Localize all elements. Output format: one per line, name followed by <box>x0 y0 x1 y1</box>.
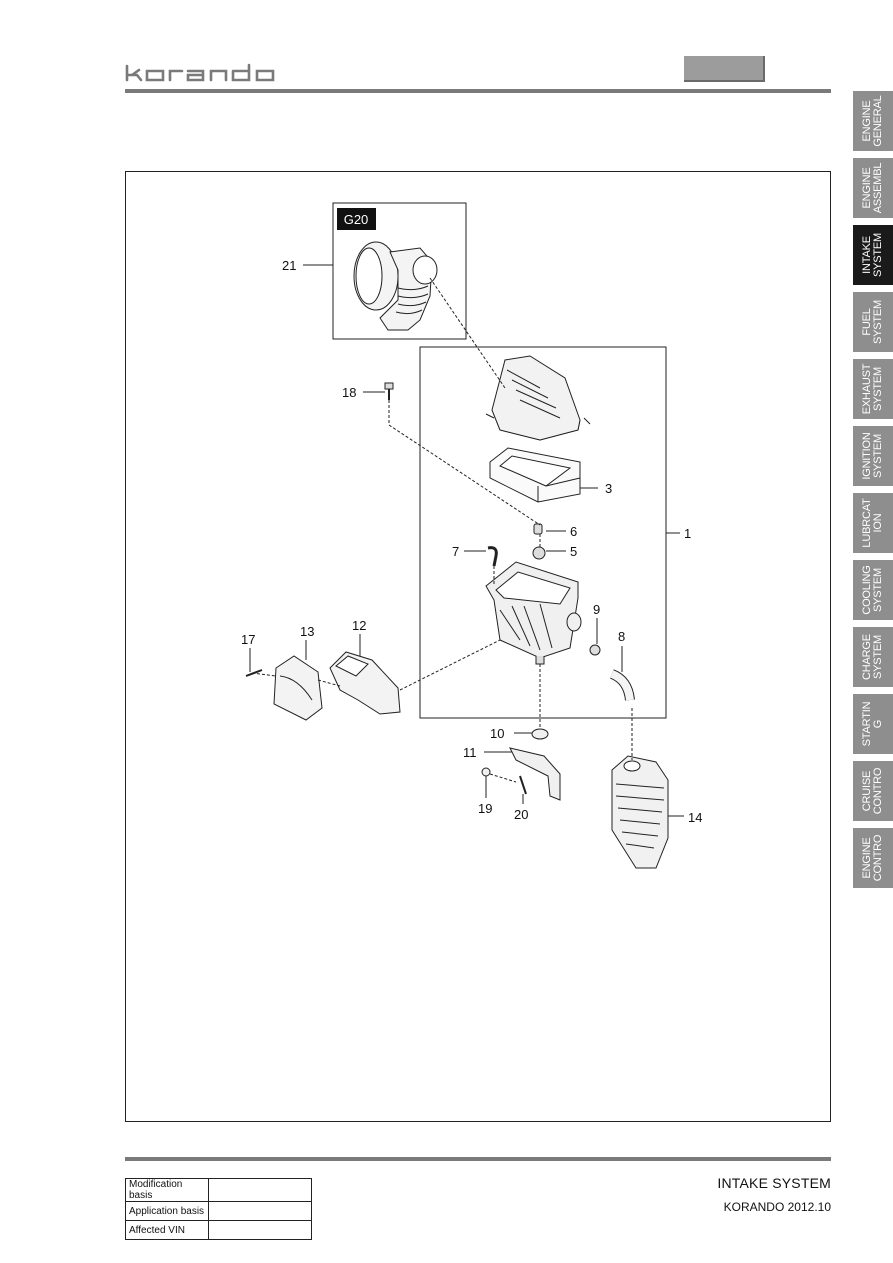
tab-lubrication[interactable]: LUBRCAT ION <box>853 493 893 553</box>
clip-part <box>589 644 601 656</box>
callout-13: 13 <box>300 624 314 639</box>
callout-17: 17 <box>241 632 255 647</box>
inset-tag-bg <box>337 208 376 230</box>
tab-intake-system[interactable]: INTAKE SYSTEM <box>853 225 893 285</box>
inset-tag: G20 <box>344 212 369 227</box>
tab-starting[interactable]: STARTIN G <box>853 694 893 754</box>
table-label: Affected VIN <box>125 1220 209 1240</box>
tab-ignition-system[interactable]: IGNITION SYSTEM <box>853 426 893 486</box>
callout-10: 10 <box>490 726 504 741</box>
callout-6: 6 <box>570 524 577 539</box>
tab-engine-general[interactable]: ENGINE GENERAL <box>853 91 893 151</box>
table-value <box>208 1220 312 1240</box>
diagram-frame <box>125 171 831 1122</box>
table-row: Affected VIN <box>125 1220 312 1240</box>
small-hose-part <box>487 546 498 567</box>
footer-rule <box>125 1157 831 1161</box>
table-label: Modification basis <box>125 1178 209 1202</box>
air-cleaner-case-part <box>485 561 582 665</box>
tab-fuel-system[interactable]: FUEL SYSTEM <box>853 292 893 352</box>
callout-14: 14 <box>688 810 702 825</box>
air-filter-element-part <box>489 447 581 503</box>
callout-21: 21 <box>282 258 296 273</box>
inset-box <box>332 202 467 340</box>
callout-11: 11 <box>463 745 477 760</box>
callout-8: 8 <box>618 629 625 644</box>
air-duct-part-14 <box>611 755 669 869</box>
callout-7: 7 <box>452 544 459 559</box>
bolt-18-part <box>384 382 394 400</box>
tab-charge-system[interactable]: CHARGE SYSTEM <box>853 627 893 687</box>
korando-logo <box>125 63 275 82</box>
mount-bracket-part <box>481 728 561 801</box>
table-row: Modification basis <box>125 1178 312 1202</box>
model-year: KORANDO 2012.10 <box>723 1200 831 1214</box>
tab-engine-control[interactable]: ENGINE CONTRO <box>853 828 893 888</box>
resonator-part <box>273 655 323 721</box>
modification-table: Modification basis Application basis Aff… <box>125 1178 312 1240</box>
leader-lines <box>249 264 684 817</box>
assembly-guide-lines <box>251 277 633 783</box>
air-duct-hose-part <box>353 241 438 331</box>
section-tabs: ENGINE GENERAL ENGINE ASSEMBL INTAKE SYS… <box>853 91 893 895</box>
tab-engine-assembly[interactable]: ENGINE ASSEMBL <box>853 158 893 218</box>
section-title: INTAKE SYSTEM <box>717 1175 831 1191</box>
table-row: Application basis <box>125 1201 312 1221</box>
callout-20: 20 <box>514 807 528 822</box>
table-label: Application basis <box>125 1201 209 1221</box>
callout-1: 1 <box>684 526 691 541</box>
grommet-parts <box>532 523 546 560</box>
table-value <box>208 1201 312 1221</box>
callout-5: 5 <box>570 544 577 559</box>
callout-18: 18 <box>342 385 356 400</box>
air-cleaner-cover-part <box>485 355 591 441</box>
section-page-box <box>684 56 765 82</box>
header-rule <box>125 89 831 93</box>
inlet-duct-part <box>329 651 401 715</box>
tab-cruise-control[interactable]: CRUISE CONTRO <box>853 761 893 821</box>
callout-3: 3 <box>605 481 612 496</box>
tab-exhaust-system[interactable]: EXHAUST SYSTEM <box>853 359 893 419</box>
table-value <box>208 1178 312 1202</box>
callout-19: 19 <box>478 801 492 816</box>
tab-cooling-system[interactable]: COOLING SYSTEM <box>853 560 893 620</box>
callout-9: 9 <box>593 602 600 617</box>
callout-12: 12 <box>352 618 366 633</box>
